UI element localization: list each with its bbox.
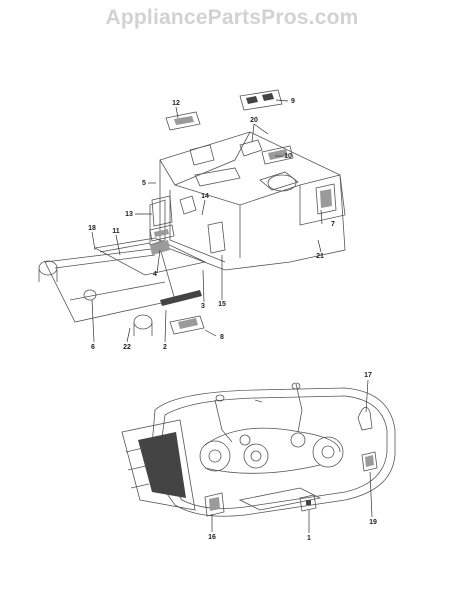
mower-deck-assembly: [121, 382, 396, 517]
callout-21: 21: [316, 253, 324, 260]
callout-4: 4: [153, 271, 157, 278]
callout-13: 13: [125, 211, 133, 218]
callout-5: 5: [142, 180, 146, 187]
callout-8: 8: [220, 334, 224, 341]
callout-12: 12: [172, 100, 180, 107]
watermark-text: AppliancePartsPros.com: [105, 6, 359, 29]
callout-14: 14: [201, 193, 209, 200]
callout-10: 10: [284, 153, 292, 160]
leader-lines-upper: [91, 99, 323, 343]
chassis-assembly: [38, 89, 346, 336]
callout-17: 17: [364, 372, 372, 379]
callout-6: 6: [91, 344, 95, 351]
callout-3: 3: [201, 303, 205, 310]
callout-2: 2: [163, 344, 167, 351]
callout-labels: 12 9 20 10 5 14 13 18 11 7 21 4 3 15 8 6…: [88, 98, 377, 542]
callout-7: 7: [331, 221, 335, 228]
callout-19: 19: [369, 519, 377, 526]
callout-16: 16: [208, 534, 216, 541]
callout-15: 15: [218, 301, 226, 308]
leader-lines-lower: [211, 379, 373, 533]
callout-18: 18: [88, 225, 96, 232]
callout-11: 11: [112, 228, 120, 235]
callout-22: 22: [123, 344, 131, 351]
callout-9: 9: [291, 98, 295, 105]
callout-20: 20: [250, 117, 258, 124]
callout-1: 1: [307, 535, 311, 542]
